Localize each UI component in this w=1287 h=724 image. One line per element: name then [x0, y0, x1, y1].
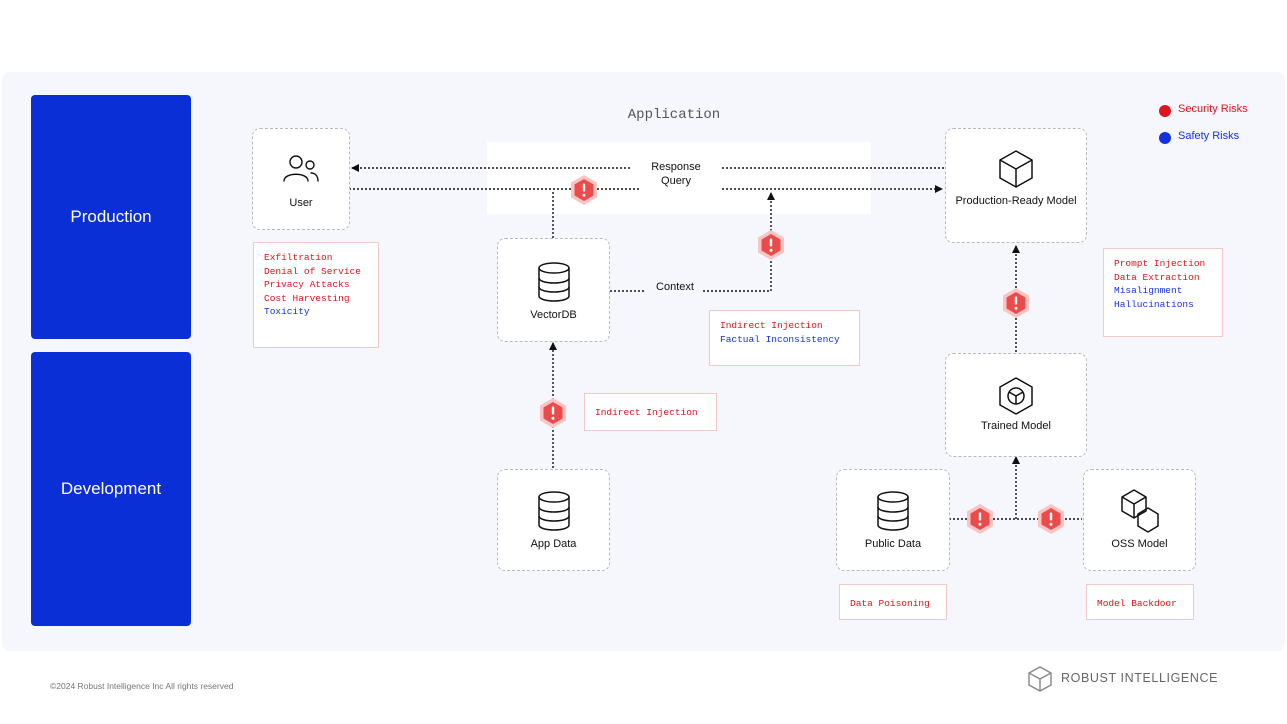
vectordb-label: VectorDB [530, 309, 577, 321]
user-label: User [289, 197, 313, 209]
trained-cube-icon [999, 377, 1033, 415]
context-arrow [703, 192, 775, 292]
safety-legend-dot [1159, 132, 1171, 144]
development-label: Development [60, 479, 162, 498]
app-data-risks: Indirect Injection [584, 393, 717, 431]
risk-item: Denial of Service [264, 265, 361, 277]
risk-item: Privacy Attacks [264, 279, 350, 291]
public-data-risks: Data Poisoning [839, 584, 947, 620]
risk-item: Prompt Injection [1114, 258, 1206, 269]
context-label: Context [656, 281, 694, 293]
app-database-icon [537, 491, 570, 531]
risk-item: Hallucinations [1114, 298, 1194, 310]
oss-model-node: OSS Model [1083, 469, 1196, 571]
security-legend-dot [1159, 105, 1171, 117]
risk-item: Data Poisoning [850, 598, 930, 609]
response-label: Response [651, 161, 701, 173]
user-risks: Exfiltration Denial of Service Privacy A… [253, 242, 379, 348]
app-data-label: App Data [530, 538, 577, 550]
risk-item: Exfiltration [264, 252, 333, 263]
production-label: Production [70, 207, 152, 226]
public-database-icon [877, 491, 909, 531]
copyright-text: ©2024 Robust Intelligence Inc All rights… [50, 681, 234, 691]
user-node: User [252, 128, 350, 230]
risk-item: Indirect Injection [595, 407, 698, 418]
cube-icon [999, 150, 1033, 188]
query-label: Query [661, 175, 691, 187]
oss-model-risks: Model Backdoor [1086, 584, 1194, 620]
app-data-node: App Data [497, 469, 610, 571]
brand-name: ROBUST INTELLIGENCE [1061, 671, 1219, 685]
model-risks: Prompt Injection Data Extraction Misalig… [1103, 248, 1223, 337]
production-model-node: Production-Ready Model [945, 128, 1087, 243]
alert-icon [571, 175, 597, 205]
risk-item: Factual Inconsistency [720, 333, 840, 345]
risk-item: Cost Harvesting [264, 292, 350, 304]
development-stage: Development [31, 352, 191, 626]
trained-model-node: Trained Model [945, 353, 1087, 457]
public-data-label: Public Data [864, 538, 922, 550]
context-risks: Indirect Injection Factual Inconsistency [709, 310, 860, 366]
vectordb-node: VectorDB [497, 238, 610, 342]
brand-logo-icon [1028, 666, 1052, 692]
oss-cubes-icon [1120, 489, 1159, 533]
risk-item: Toxicity [264, 306, 310, 318]
alert-icon [1038, 504, 1064, 534]
public-data-node: Public Data [836, 469, 950, 571]
production-stage: Production [31, 95, 191, 339]
application-band [487, 142, 871, 214]
risk-item: Misalignment [1114, 285, 1183, 297]
trained-model-label: Trained Model [981, 420, 1051, 432]
security-legend-label: Security Risks [1178, 103, 1248, 115]
risk-item: Model Backdoor [1097, 598, 1177, 609]
risk-item: Data Extraction [1114, 271, 1200, 283]
application-title: Application [627, 107, 721, 123]
safety-legend-label: Safety Risks [1178, 130, 1240, 142]
alert-icon [758, 230, 784, 260]
risk-item: Indirect Injection [720, 320, 823, 331]
oss-model-label: OSS Model [1111, 538, 1168, 550]
alert-icon [967, 504, 993, 534]
alert-icon [540, 398, 566, 428]
production-model-label: Production-Ready Model [955, 195, 1077, 207]
alert-icon [1003, 288, 1029, 318]
users-icon [283, 155, 319, 182]
database-icon [537, 262, 570, 302]
